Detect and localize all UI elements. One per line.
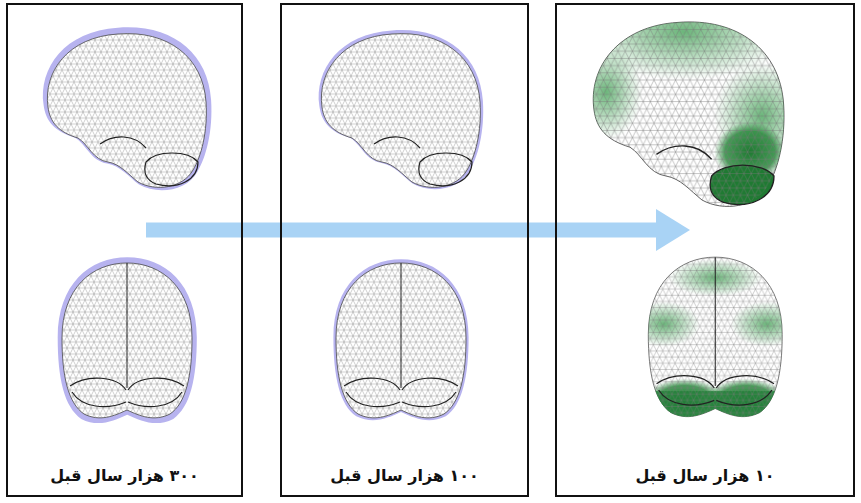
time-arrow [146, 209, 690, 251]
brain-lateral [319, 30, 484, 189]
brain-lateral-green [570, 0, 810, 206]
time-panel: ۱۰ هزار سال قبل [555, 3, 855, 497]
arrow-shaft [146, 223, 656, 238]
period-label: ۳۰۰ هزار سال قبل [48, 466, 201, 485]
period-label: ۱۰ هزار سال قبل [634, 466, 777, 485]
time-panel: ۳۰۰ هزار سال قبل [6, 3, 243, 497]
period-label: ۱۰۰ هزار سال قبل [328, 466, 481, 485]
brain-lateral [43, 27, 212, 190]
arrow-head [656, 209, 690, 251]
brain-rear-green [628, 257, 803, 424]
time-panel: ۱۰۰ هزار سال قبل [280, 3, 529, 497]
brain-rear [58, 257, 197, 423]
brain-rear [333, 259, 468, 420]
